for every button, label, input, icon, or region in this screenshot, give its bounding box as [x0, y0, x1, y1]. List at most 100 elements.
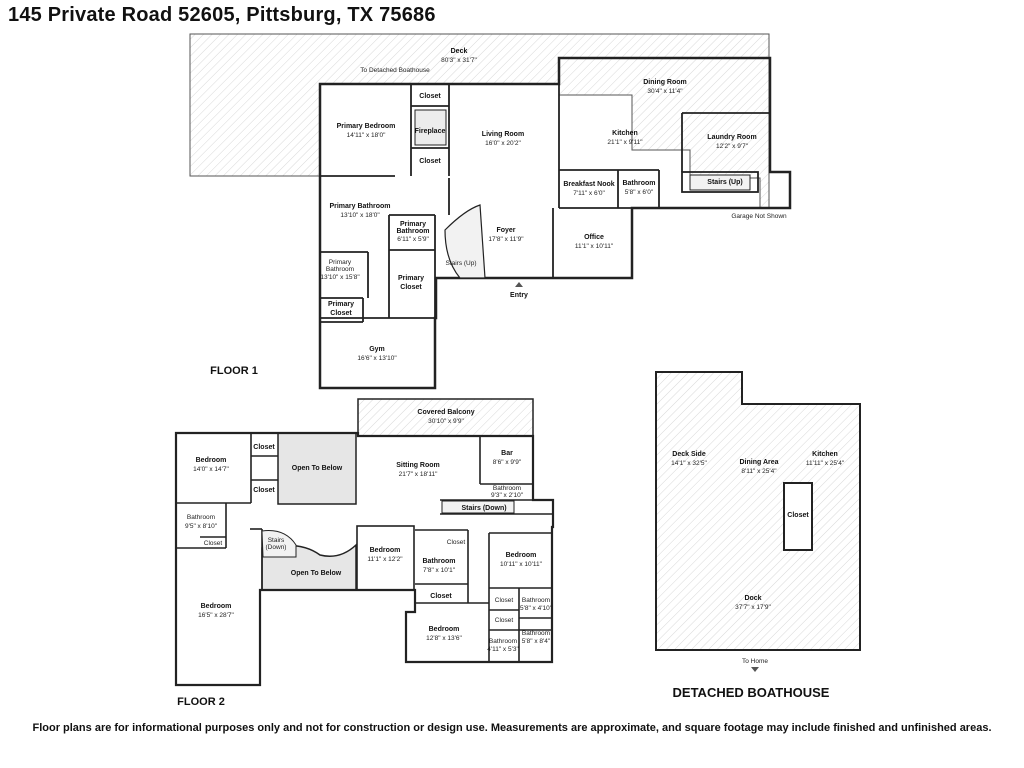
gym-dims: 16'6" x 13'10"	[357, 355, 397, 362]
fireplace-label: Fireplace	[415, 128, 446, 135]
floor-2-walls	[174, 431, 555, 687]
floor-2: Covered Balcony 30'10" x 9'9" Bedroom 14…	[174, 398, 555, 708]
closet-label: Closet	[419, 158, 441, 165]
primary-bathroom-label: Bathroom	[326, 266, 354, 273]
floor-1: Deck 80'3" x 31'7" To Detached Boathouse…	[189, 33, 792, 390]
bar-dims: 8'6" x 9'9"	[493, 459, 522, 466]
closet-label: Closet	[430, 593, 452, 600]
garage-label: Garage Not Shown	[731, 213, 787, 220]
laundry-dims: 12'2" x 9'7"	[716, 143, 749, 150]
bathroom-dims: 5'8" x 6'0"	[625, 189, 654, 196]
foyer-stair-curve	[444, 204, 486, 279]
covered-balcony-dims: 30'10" x 9'9"	[428, 418, 464, 425]
sitting-room-dims: 21'7" x 18'11"	[399, 471, 438, 478]
primary-bathroom-dims: 13'10" x 15'8"	[320, 274, 360, 281]
stairs-up-label: Stairs (Up)	[707, 179, 742, 186]
closet-label: Closet	[419, 93, 441, 100]
closet-label: Closet	[495, 597, 514, 604]
bedroom-label: Bedroom	[429, 626, 460, 633]
primary-closet-label: Closet	[330, 310, 352, 317]
office-label: Office	[584, 234, 604, 241]
breakfast-nook-label: Breakfast Nook	[563, 181, 614, 188]
sitting-room-label: Sitting Room	[396, 462, 440, 469]
bathroom-label: Bathroom	[489, 638, 517, 645]
bathroom-label: Bathroom	[622, 180, 655, 187]
house-walls	[318, 56, 792, 390]
bedroom-dims: 12'8" x 13'6"	[426, 635, 462, 642]
bathroom-label: Bathroom	[187, 514, 215, 521]
bedroom-label: Bedroom	[370, 547, 401, 554]
breakfast-nook-dims: 7'11" x 6'0"	[573, 190, 605, 197]
fireplace-box	[414, 109, 447, 146]
closet-label: Closet	[253, 444, 275, 451]
deck-side-dims: 14'1" x 32'5"	[671, 460, 707, 467]
bathroom-dims: 9'5" x 8'10"	[185, 523, 218, 530]
primary-closet-label: Closet	[400, 284, 422, 291]
living-room-label: Living Room	[482, 131, 524, 138]
bathroom-label: Bathroom	[522, 597, 550, 604]
primary-bedroom-label: Primary Bedroom	[337, 123, 396, 130]
entry-arrow-icon	[515, 282, 523, 287]
foyer-label: Foyer	[496, 227, 515, 234]
bedroom-label: Bedroom	[201, 603, 232, 610]
bathroom-dims: 7'8" x 10'1"	[423, 567, 456, 574]
closet-label: Closet	[495, 617, 514, 624]
primary-closet-label: Primary	[398, 275, 424, 282]
office-dims: 11'1" x 10'11"	[575, 243, 614, 250]
boathouse-closet	[783, 482, 813, 551]
kitchen-dims: 11'11" x 25'4"	[806, 460, 845, 467]
bedroom-dims: 14'0" x 14'7"	[193, 466, 229, 473]
closet-label: Closet	[253, 487, 275, 494]
bedroom-dims: 10'11" x 10'11"	[500, 561, 543, 568]
boathouse: Deck Side 14'1" x 32'5" Dining Area 8'11…	[655, 371, 861, 700]
bathroom-label: Bathroom	[422, 558, 455, 565]
primary-bedroom-dims: 14'11" x 18'0"	[347, 132, 386, 139]
laundry-label: Laundry Room	[707, 134, 756, 141]
to-home-label: To Home	[742, 658, 768, 665]
primary-bathroom-label: Primary	[400, 221, 426, 228]
floor-2-interior	[176, 433, 553, 662]
gym-label: Gym	[369, 346, 385, 353]
bathroom-dims: 9'3" x 2'10"	[491, 492, 524, 499]
primary-bathroom-dims: 13'10" x 18'0"	[340, 212, 380, 219]
boathouse-label: DETACHED BOATHOUSE	[673, 685, 830, 700]
disclaimer: Floor plans are for informational purpos…	[32, 722, 992, 734]
stairs-down-label: Stairs	[268, 537, 285, 544]
entry-label: Entry	[510, 292, 528, 299]
bedroom-dims: 16'5" x 28'7"	[198, 612, 234, 619]
deck-side-label: Deck Side	[672, 451, 706, 458]
bathroom-label: Bathroom	[522, 630, 550, 637]
boathouse-outline	[655, 371, 861, 651]
bathroom-dims: 5'8" x 4'10"	[520, 605, 553, 612]
closet-label: Closet	[787, 512, 809, 519]
stairs-down-label: (Down)	[266, 544, 287, 551]
deck-dims: 80'3" x 31'7"	[441, 57, 477, 64]
primary-bathroom-label: Primary	[329, 259, 352, 266]
dining-room-label: Dining Room	[643, 79, 687, 86]
bar-label: Bar	[501, 450, 513, 457]
open-to-below-label: Open To Below	[292, 465, 343, 472]
open-to-below-label: Open To Below	[291, 570, 342, 577]
floor-1-label: FLOOR 1	[210, 365, 258, 377]
primary-bathroom-label: Bathroom	[396, 228, 429, 235]
interior-walls	[320, 84, 770, 323]
primary-closet-label: Primary	[328, 301, 354, 308]
stairs-down-box	[441, 500, 515, 514]
bathroom-dims: 5'8" x 8'4"	[522, 638, 551, 645]
living-room-dims: 16'0" x 20'2"	[485, 140, 521, 147]
foyer-dims: 17'8" x 11'9"	[488, 236, 524, 243]
floor-2-label: FLOOR 2	[177, 696, 225, 708]
to-home-arrow-icon	[751, 667, 759, 672]
dock-label: Dock	[744, 595, 761, 602]
stairs-down-label: Stairs (Down)	[461, 505, 506, 512]
dining-room-dims: 30'4" x 11'4"	[647, 88, 683, 95]
bedroom-dims: 11'1" x 12'2"	[367, 556, 403, 563]
primary-bathroom-dims: 6'11" x 5'9"	[397, 236, 429, 243]
bedroom-label: Bedroom	[196, 457, 227, 464]
covered-balcony	[357, 398, 534, 437]
kitchen-label: Kitchen	[812, 451, 838, 458]
page-title: 145 Private Road 52605, Pittsburg, TX 75…	[8, 4, 436, 26]
to-boathouse-label: To Detached Boathouse	[360, 67, 430, 74]
dining-area-label: Dining Area	[739, 459, 778, 466]
